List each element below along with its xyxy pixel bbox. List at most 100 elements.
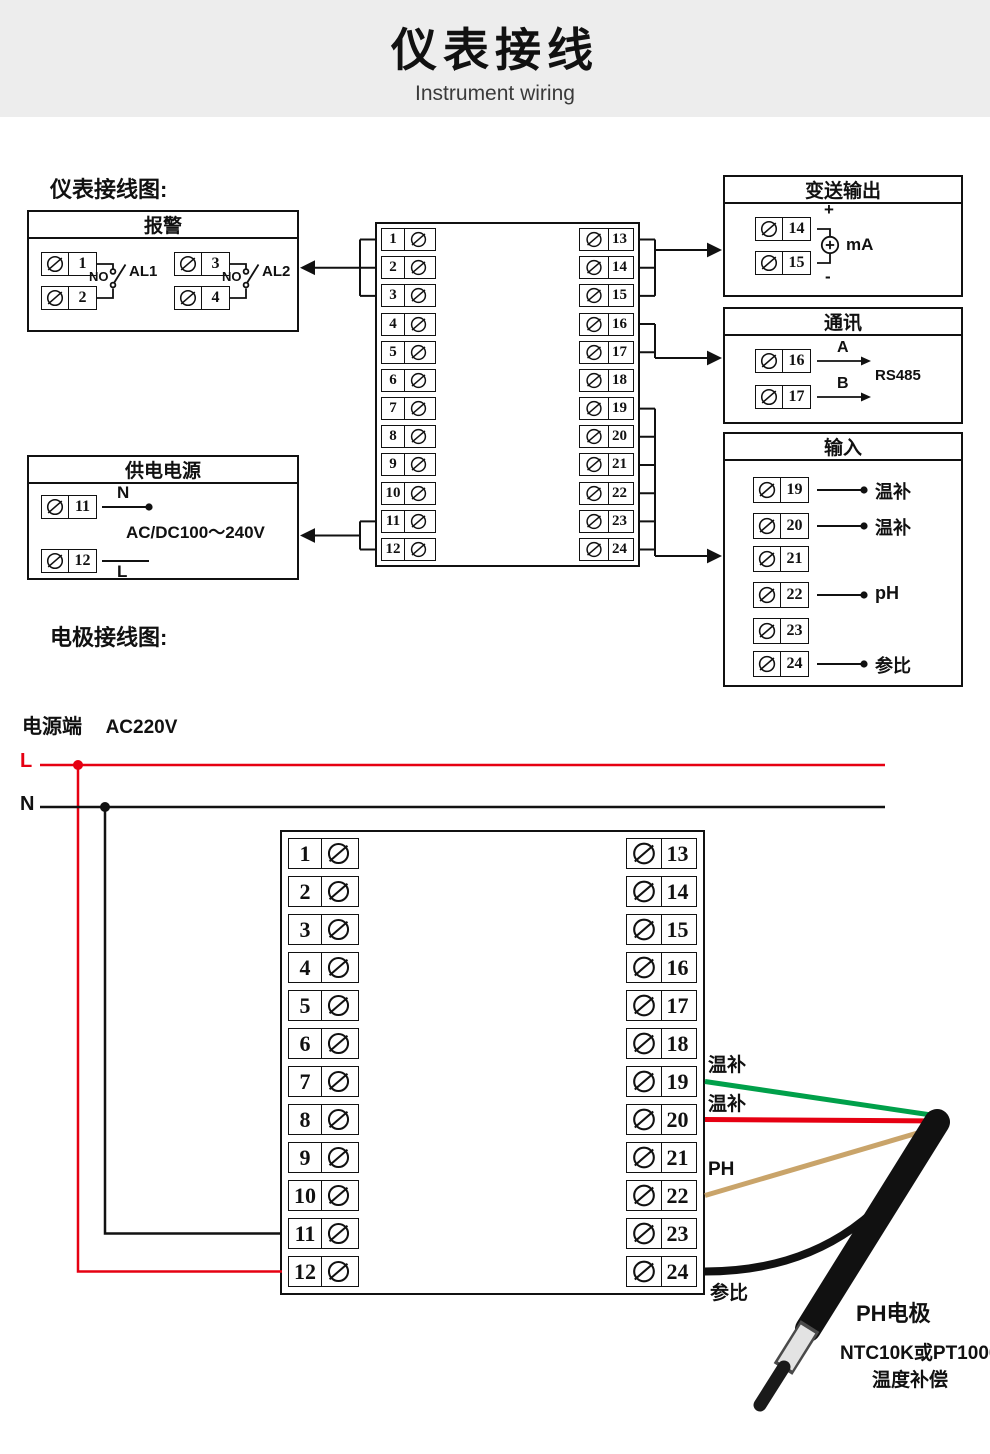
alarm-terminal-2: 2 (41, 286, 97, 310)
terminal-cell-13: 13 (579, 228, 634, 251)
terminal-number: 22 (608, 482, 630, 504)
terminal-cell-19: 19 (579, 397, 634, 421)
terminal-number: 1 (68, 253, 96, 275)
screw-terminal-icon (627, 1257, 661, 1286)
terminal-number: 15 (608, 285, 630, 307)
screw-terminal-icon (321, 991, 355, 1020)
terminal-number: 16 (661, 953, 693, 982)
minus-label: - (825, 267, 831, 286)
terminal-number: 17 (782, 386, 810, 408)
terminal-cell-16: 16 (626, 952, 697, 983)
ac220v-label: AC220V (105, 717, 178, 738)
terminal-cell-9: 9 (288, 1142, 359, 1173)
ph-wire-22 (704, 1124, 939, 1198)
terminal-cell-6: 6 (381, 368, 436, 392)
comm-terminal-17: 17 (755, 385, 811, 409)
wire-label-temp-comp-19: 温补 (708, 1055, 747, 1076)
terminal-number: 19 (608, 398, 630, 420)
terminal-number: 4 (299, 954, 311, 980)
rs485-a-label: A (837, 339, 849, 356)
terminal-number: 5 (389, 343, 397, 360)
center-terminal-block (375, 222, 640, 567)
screw-terminal-icon (321, 1105, 355, 1134)
screw-terminal-icon (756, 386, 782, 408)
input-box-title: 输入 (725, 434, 961, 461)
terminal-number: 10 (385, 484, 401, 501)
screw-terminal-icon (627, 915, 661, 944)
screw-terminal-icon (580, 314, 608, 335)
terminal-number: 20 (780, 514, 808, 538)
terminal-number: 22 (780, 583, 808, 607)
terminal-cell-15: 15 (626, 914, 697, 945)
transmit-output-box-title: 变送输出 (725, 177, 961, 204)
plus-label: + (824, 200, 834, 219)
terminal-cell-14: 14 (626, 876, 697, 907)
screw-terminal-icon (321, 1029, 355, 1058)
terminal-number: 24 (661, 1257, 693, 1286)
neutral-rail-label: N (20, 793, 35, 815)
terminal-cell-21: 21 (626, 1142, 697, 1173)
terminal-cell-5: 5 (381, 340, 436, 364)
screw-terminal-icon (42, 253, 68, 275)
ph-label-22: pH (875, 583, 899, 603)
input-terminal-20: 20 (753, 513, 809, 539)
terminal-number: 1 (389, 231, 397, 247)
terminal-number: 18 (608, 369, 630, 391)
terminal-number: 17 (661, 991, 693, 1020)
terminal-cell-23: 23 (579, 509, 634, 533)
screw-terminal-icon (321, 915, 355, 944)
wire-label-temp-comp-20: 温补 (708, 1094, 747, 1115)
terminal-number: 13 (608, 229, 630, 250)
page-subtitle: Instrument wiring (415, 82, 575, 105)
terminal-cell-22: 22 (579, 481, 634, 505)
terminal-number: 2 (68, 287, 96, 309)
terminal-cell-20: 20 (626, 1104, 697, 1135)
screw-terminal-icon (580, 342, 608, 363)
terminal-cell-14: 14 (579, 256, 634, 280)
terminal-cell-2: 2 (381, 256, 436, 280)
screw-terminal-icon (42, 287, 68, 309)
terminal-cell-12: 12 (288, 1256, 359, 1287)
screw-terminal-icon (756, 218, 782, 240)
power-source-label: 电源端 (22, 716, 82, 738)
terminal-number: 14 (782, 218, 810, 240)
input-terminal-23: 23 (753, 618, 809, 644)
screw-terminal-icon (754, 583, 780, 607)
terminal-number: 23 (661, 1219, 693, 1248)
alarm-no2-label: NO (222, 269, 242, 284)
terminal-number: 14 (661, 877, 693, 906)
reference-wire-24 (704, 1131, 935, 1276)
temp-comp-wire-20 (704, 1117, 941, 1124)
terminal-number: 19 (661, 1067, 693, 1096)
page-title: 仪表接线 (391, 24, 599, 76)
screw-terminal-icon (321, 877, 355, 906)
screw-terminal-icon (321, 1181, 355, 1210)
power-terminal-11: 11 (41, 495, 97, 519)
terminal-number: 12 (68, 550, 96, 572)
alarm-terminal-3: 3 (174, 252, 230, 276)
terminal-number: 15 (661, 915, 693, 944)
terminal-number: 12 (385, 540, 401, 557)
terminal-cell-20: 20 (579, 425, 634, 449)
terminal-number: 5 (299, 992, 311, 1018)
terminal-cell-7: 7 (381, 397, 436, 421)
terminal-cell-23: 23 (626, 1218, 697, 1249)
alarm-no1-label: NO (89, 269, 109, 284)
terminal-number: 17 (608, 341, 630, 363)
terminal-cell-6: 6 (288, 1028, 359, 1059)
sensor-type-label: NTC10K或PT1000 (840, 1343, 990, 1364)
screw-terminal-icon (627, 877, 661, 906)
terminal-cell-5: 5 (288, 990, 359, 1021)
screw-terminal-icon (404, 369, 432, 391)
screw-terminal-icon (42, 496, 68, 518)
terminal-cell-18: 18 (579, 368, 634, 392)
screw-terminal-icon (627, 1181, 661, 1210)
screw-terminal-icon (321, 1067, 355, 1096)
temp-comp-label-20: 温补 (875, 518, 911, 538)
terminal-cell-9: 9 (381, 453, 436, 477)
screw-terminal-icon (404, 538, 432, 560)
screw-terminal-icon (404, 482, 432, 504)
screw-terminal-icon (754, 652, 780, 676)
